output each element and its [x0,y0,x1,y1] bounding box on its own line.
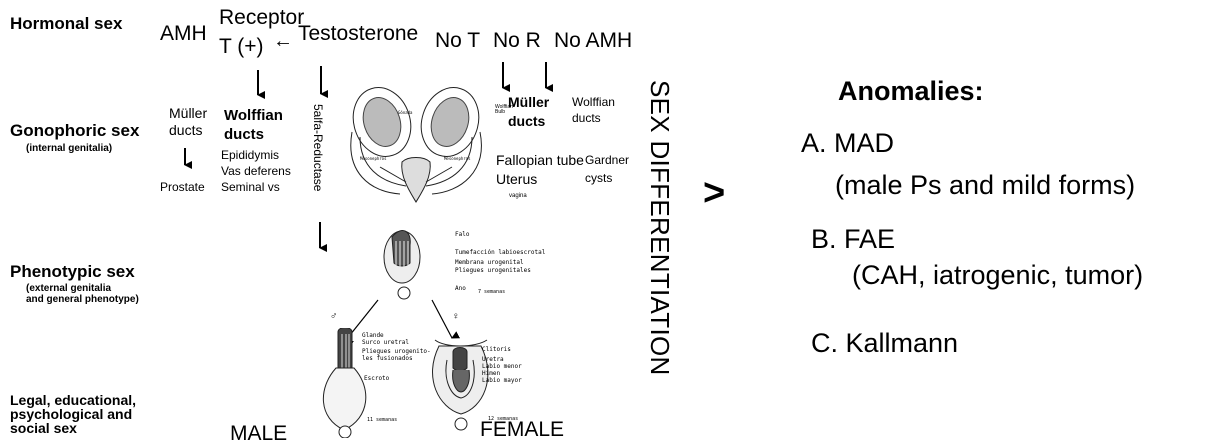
vagina-label: vagina [509,193,527,199]
anomaly-a-sub: (male Ps and mild forms) [835,170,1135,201]
prostate-label: Prostate [160,180,205,194]
pliegues-fus1-label: Pliegues urogenito- [362,348,431,355]
himen-label: Himen [482,370,500,377]
internal-genitalia-drawing: Gónada Mesonephros Mesonephros [340,82,500,207]
reductase-label: 5alfa-Reductase [311,104,325,191]
epididymis-label: Epididymis [221,148,279,162]
uretra-label: Uretra [482,356,504,363]
female-symbol: ♀ [452,311,460,322]
membrana-label: Membrana urogenital [455,259,524,266]
semanas11-label: 11 semanas [367,417,397,423]
seminal-vesicles-label: Seminal vs [221,180,280,194]
svg-text:Mesonephros: Mesonephros [360,156,387,161]
greater-than-symbol: > [703,172,725,215]
wolffian-ducts-label: ducts [224,126,264,143]
anomalies-title: Anomalies: [838,76,984,107]
male-symbol: ♂ [330,311,338,322]
ano-label: Ano [455,285,466,292]
female-wolffian-ducts-label: ducts [572,111,601,125]
cysts-label: cysts [585,171,612,185]
escroto-label: Escroto [364,375,389,382]
pliegues-fus2-label: les fusionados [362,355,413,362]
male-muller-ducts-label: ducts [169,122,202,138]
female-label: FEMALE [480,418,564,442]
pliegues-label: Pliegues urogenitales [455,267,531,274]
female-wolffian-label: Wolffian [572,95,615,109]
fallopian-tube-label: Fallopian tube [496,152,584,168]
anomaly-b: B. FAE [811,224,895,255]
svg-text:Gónada: Gónada [398,110,413,115]
female-muller-ducts-label: ducts [508,113,545,129]
tumefaccion-label: Tumefacción labioescrotal [455,249,545,256]
week7-drawing [380,227,430,302]
male-label: MALE [230,422,287,446]
uterus-label: Uterus [496,171,537,187]
gardner-label: Gardner [585,153,629,167]
female-muller-label: Müller [508,94,549,110]
anomaly-a: A. MAD [801,128,894,159]
male-muller-label: Müller [169,105,207,121]
labio-mayor-label: Labio mayor [482,377,522,384]
labio-menor-label: Labio menor [482,363,522,370]
clitoris-label: Clitoris [482,346,511,353]
sex-differentiation-title: SEX DIFFERENTIATION [644,80,675,376]
svg-text:Mesonephros: Mesonephros [444,156,471,161]
semanas7-label: 7 semanas [478,289,505,295]
anomaly-b-sub: (CAH, iatrogenic, tumor) [852,260,1143,291]
falo-label: Falo [455,231,469,238]
glande-label: Glande [362,332,384,339]
surco-label: Surco uretral [362,339,409,346]
vas-deferens-label: Vas deferens [221,164,291,178]
wolffian-label: Wolffian [224,107,283,124]
anomaly-c: C. Kallmann [811,328,958,359]
